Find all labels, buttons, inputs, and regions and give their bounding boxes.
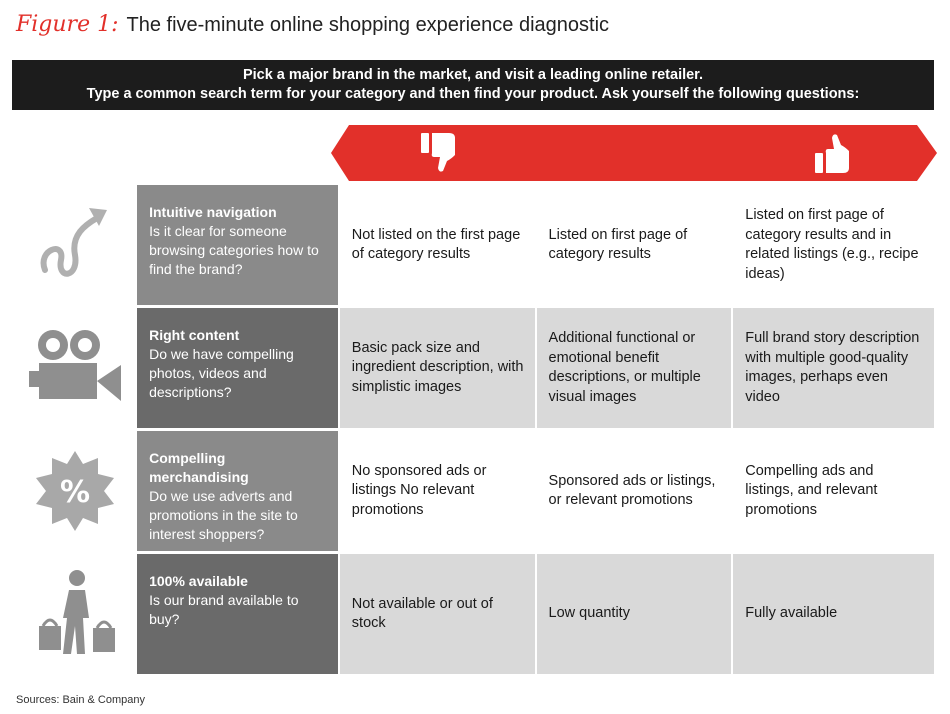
banner-line-1: Pick a major brand in the market, and vi… [242, 67, 704, 83]
question-title: Right content [149, 327, 240, 343]
row-compelling-merchandising: % Compelling merchandising Do we use adv… [12, 431, 934, 551]
navigation-arrow-icon [40, 208, 107, 277]
answer-mid: Additional functional or emotional benef… [536, 308, 732, 428]
answer-low: Basic pack size and ingredient descripti… [339, 308, 535, 428]
figure-label: Figure 1: [16, 12, 119, 37]
answer-mid: Sponsored ads or listings, or relevant p… [536, 431, 732, 551]
question-cell: 100% available Is our brand available to… [137, 554, 338, 674]
answer-mid: Listed on first page of category results [536, 185, 732, 305]
instruction-banner: Pick a major brand in the market, and vi… [12, 60, 934, 110]
question-title: 100% available [149, 573, 248, 589]
answer-low: Not available or out of stock [339, 554, 535, 674]
percent-badge-icon: % [35, 451, 114, 531]
source-note: Sources: Bain & Company [16, 694, 146, 706]
question-text: Do we use adverts and promotions in the … [149, 488, 298, 542]
answer-low: No sponsored ads or listings No relevant… [339, 431, 535, 551]
row-icon-cell: % [12, 431, 137, 551]
answer-high: Fully available [733, 554, 934, 674]
row-icon-cell [12, 554, 137, 674]
answer-low: Not listed on the first page of category… [339, 185, 535, 305]
scale-arrow [331, 125, 937, 181]
figure-title: Figure 1: The five-minute online shoppin… [16, 12, 609, 46]
question-cell: Right content Do we have compelling phot… [137, 308, 338, 428]
answer-high: Listed on first page of category results… [733, 185, 934, 305]
svg-text:%: % [60, 475, 90, 510]
question-title: Intuitive navigation [149, 204, 277, 220]
answer-high: Full brand story description with multip… [733, 308, 934, 428]
row-right-content: Right content Do we have compelling phot… [12, 308, 934, 428]
row-availability: 100% available Is our brand available to… [12, 554, 934, 674]
row-icon-cell [12, 308, 137, 428]
question-text: Is it clear for someone browsing categor… [149, 223, 319, 277]
figure-heading: The five-minute online shopping experien… [126, 14, 610, 36]
question-cell: Intuitive navigation Is it clear for som… [137, 185, 338, 305]
video-camera-icon [28, 330, 121, 401]
answer-high: Compelling ads and listings, and relevan… [733, 431, 934, 551]
thumbs-down-icon [421, 133, 455, 172]
question-title: Compelling merchandising [149, 450, 249, 485]
question-cell: Compelling merchandising Do we use adver… [137, 431, 338, 551]
row-intuitive-navigation: Intuitive navigation Is it clear for som… [12, 185, 934, 305]
question-text: Do we have compelling photos, videos and… [149, 346, 294, 400]
question-text: Is our brand available to buy? [149, 592, 299, 627]
row-icon-cell [12, 185, 137, 305]
banner-line-2: Type a common search term for your categ… [86, 86, 860, 102]
shopper-bags-icon [38, 570, 115, 654]
thumbs-up-icon [815, 134, 849, 173]
answer-mid: Low quantity [536, 554, 732, 674]
scale-arrow-shape [331, 125, 937, 181]
